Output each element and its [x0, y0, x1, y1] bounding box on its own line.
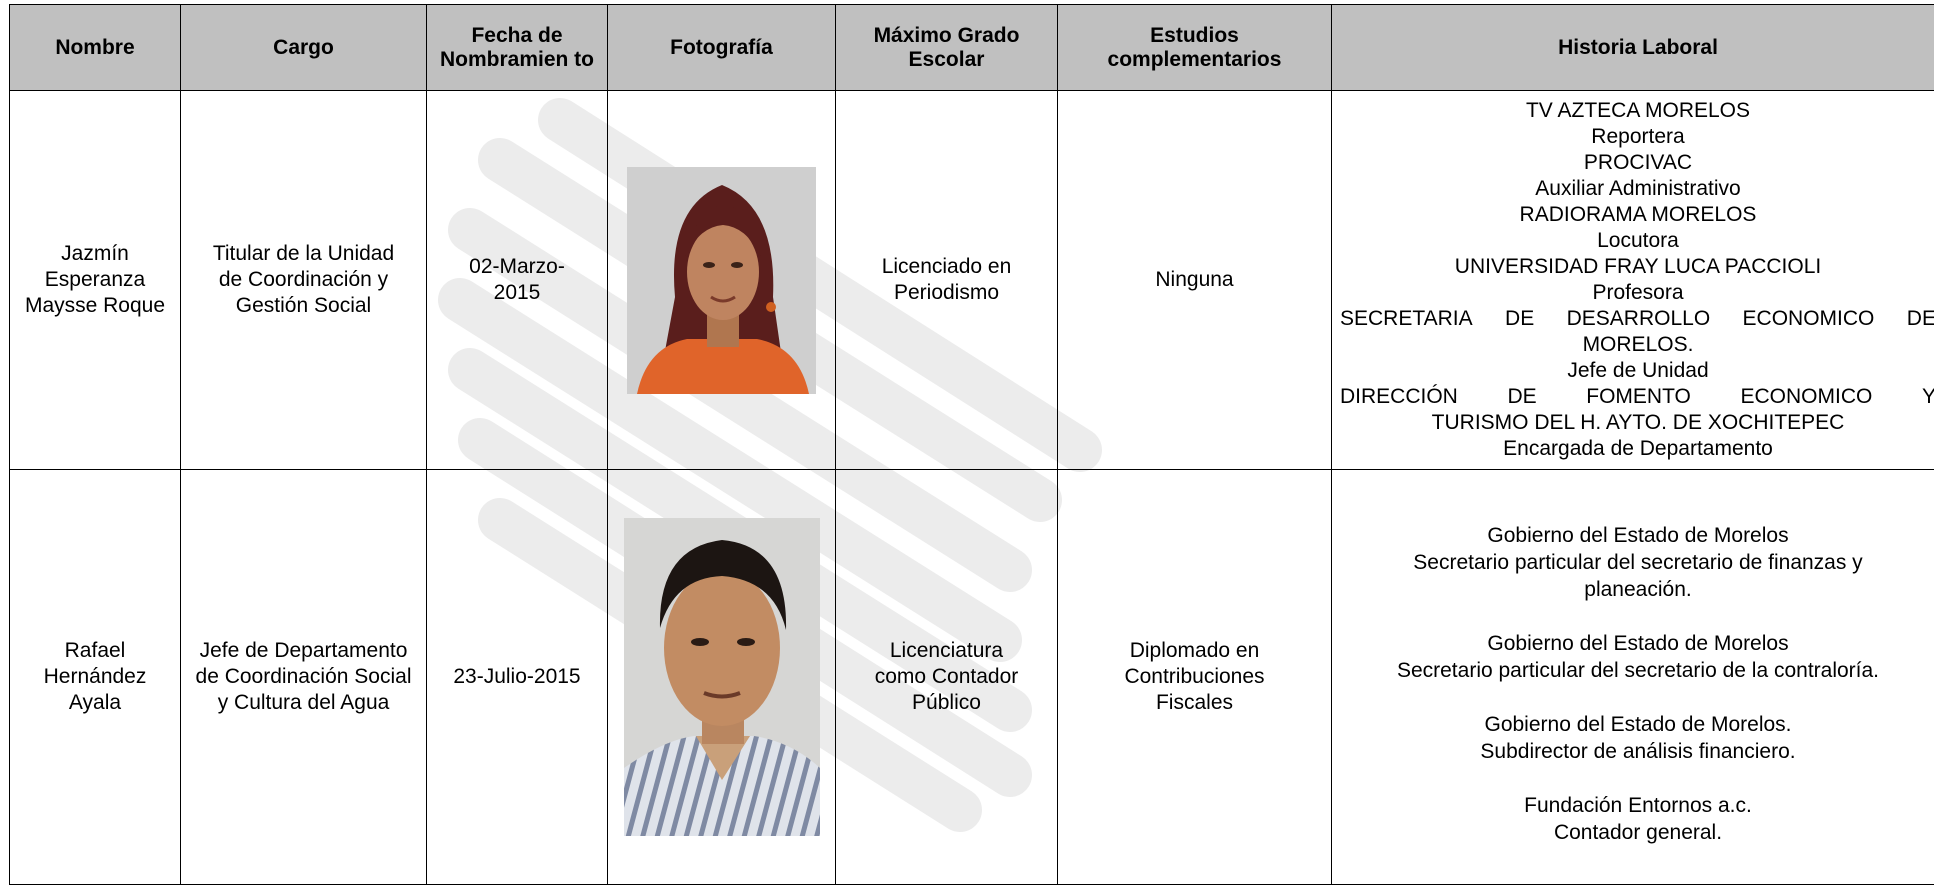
spacer — [1340, 603, 1934, 630]
history-line-justified: DIRECCIÓN DE FOMENTO ECONOMICO Y — [1340, 384, 1934, 410]
history-line: Subdirector de análisis financiero. — [1340, 738, 1934, 765]
cell-historia: Gobierno del Estado de Morelos Secretari… — [1332, 470, 1934, 885]
header-fecha: Fecha de Nombramien to — [427, 5, 608, 91]
header-fotografia: Fotografía — [608, 5, 836, 91]
portrait-woman-photo — [627, 167, 816, 394]
cell-grado: Licenciado en Periodismo — [836, 91, 1058, 470]
header-historia: Historia Laboral — [1332, 5, 1934, 91]
table-row: Rafael Hernández Ayala Jefe de Departame… — [10, 470, 1934, 885]
cell-nombre: Rafael Hernández Ayala — [10, 470, 181, 885]
word: SECRETARIA — [1340, 306, 1473, 332]
cell-cargo: Jefe de Departamento de Coordinación Soc… — [181, 470, 427, 885]
history-line: Fundación Entornos a.c. — [1340, 792, 1934, 819]
history-line: Profesora — [1340, 280, 1934, 306]
word: ECONOMICO — [1740, 384, 1872, 410]
history-line: RADIORAMA MORELOS — [1340, 202, 1934, 228]
cell-historia: TV AZTECA MORELOS Reportera PROCIVAC Aux… — [1332, 91, 1934, 470]
history-line: Encargada de Departamento — [1340, 436, 1934, 462]
cell-cargo: Titular de la Unidad de Coordinación y G… — [181, 91, 427, 470]
header-grado: Máximo Grado Escolar — [836, 5, 1058, 91]
cell-grado: Licenciatura como Contador Público — [836, 470, 1058, 885]
spacer — [1340, 684, 1934, 711]
history-line: Secretario particular del secretario de … — [1340, 549, 1934, 576]
cell-nombre: Jazmín Esperanza Maysse Roque — [10, 91, 181, 470]
history-line: MORELOS. — [1340, 332, 1934, 358]
portrait-man-photo — [624, 518, 820, 836]
spacer — [1340, 765, 1934, 792]
cell-fecha: 02-Marzo-2015 — [427, 91, 608, 470]
staff-table: Nombre Cargo Fecha de Nombramien to Foto… — [9, 4, 1934, 885]
history-line: Locutora — [1340, 228, 1934, 254]
word: DE — [1907, 306, 1934, 332]
word: ECONOMICO — [1743, 306, 1875, 332]
header-estudios: Estudios complementarios — [1058, 5, 1332, 91]
history-line: Gobierno del Estado de Morelos. — [1340, 711, 1934, 738]
cell-fotografia — [608, 91, 836, 470]
history-line: Gobierno del Estado de Morelos — [1340, 522, 1934, 549]
history-line: TV AZTECA MORELOS — [1340, 98, 1934, 124]
word: DE — [1507, 384, 1536, 410]
word: DESARROLLO — [1567, 306, 1711, 332]
history-line: Auxiliar Administrativo — [1340, 176, 1934, 202]
history-line: Secretario particular del secretario de … — [1340, 657, 1934, 684]
cell-estudios: Diplomado en Contribuciones Fiscales — [1058, 470, 1332, 885]
history-line-justified: SECRETARIA DE DESARROLLO ECONOMICO DE — [1340, 306, 1934, 332]
table-row: Jazmín Esperanza Maysse Roque Titular de… — [10, 91, 1934, 470]
word: DIRECCIÓN — [1340, 384, 1458, 410]
cell-estudios: Ninguna — [1058, 91, 1332, 470]
history-line: Reportera — [1340, 124, 1934, 150]
word: DE — [1505, 306, 1534, 332]
history-line: planeación. — [1340, 576, 1934, 603]
history-line: Gobierno del Estado de Morelos — [1340, 630, 1934, 657]
header-nombre: Nombre — [10, 5, 181, 91]
history-line: Jefe de Unidad — [1340, 358, 1934, 384]
word: FOMENTO — [1586, 384, 1691, 410]
header-cargo: Cargo — [181, 5, 427, 91]
history-line: UNIVERSIDAD FRAY LUCA PACCIOLI — [1340, 254, 1934, 280]
cell-fecha: 23-Julio-2015 — [427, 470, 608, 885]
history-line: PROCIVAC — [1340, 150, 1934, 176]
history-line: Contador general. — [1340, 819, 1934, 846]
header-row: Nombre Cargo Fecha de Nombramien to Foto… — [10, 5, 1934, 91]
cell-fotografia — [608, 470, 836, 885]
history-line: TURISMO DEL H. AYTO. DE XOCHITEPEC — [1340, 410, 1934, 436]
word: Y — [1922, 384, 1934, 410]
